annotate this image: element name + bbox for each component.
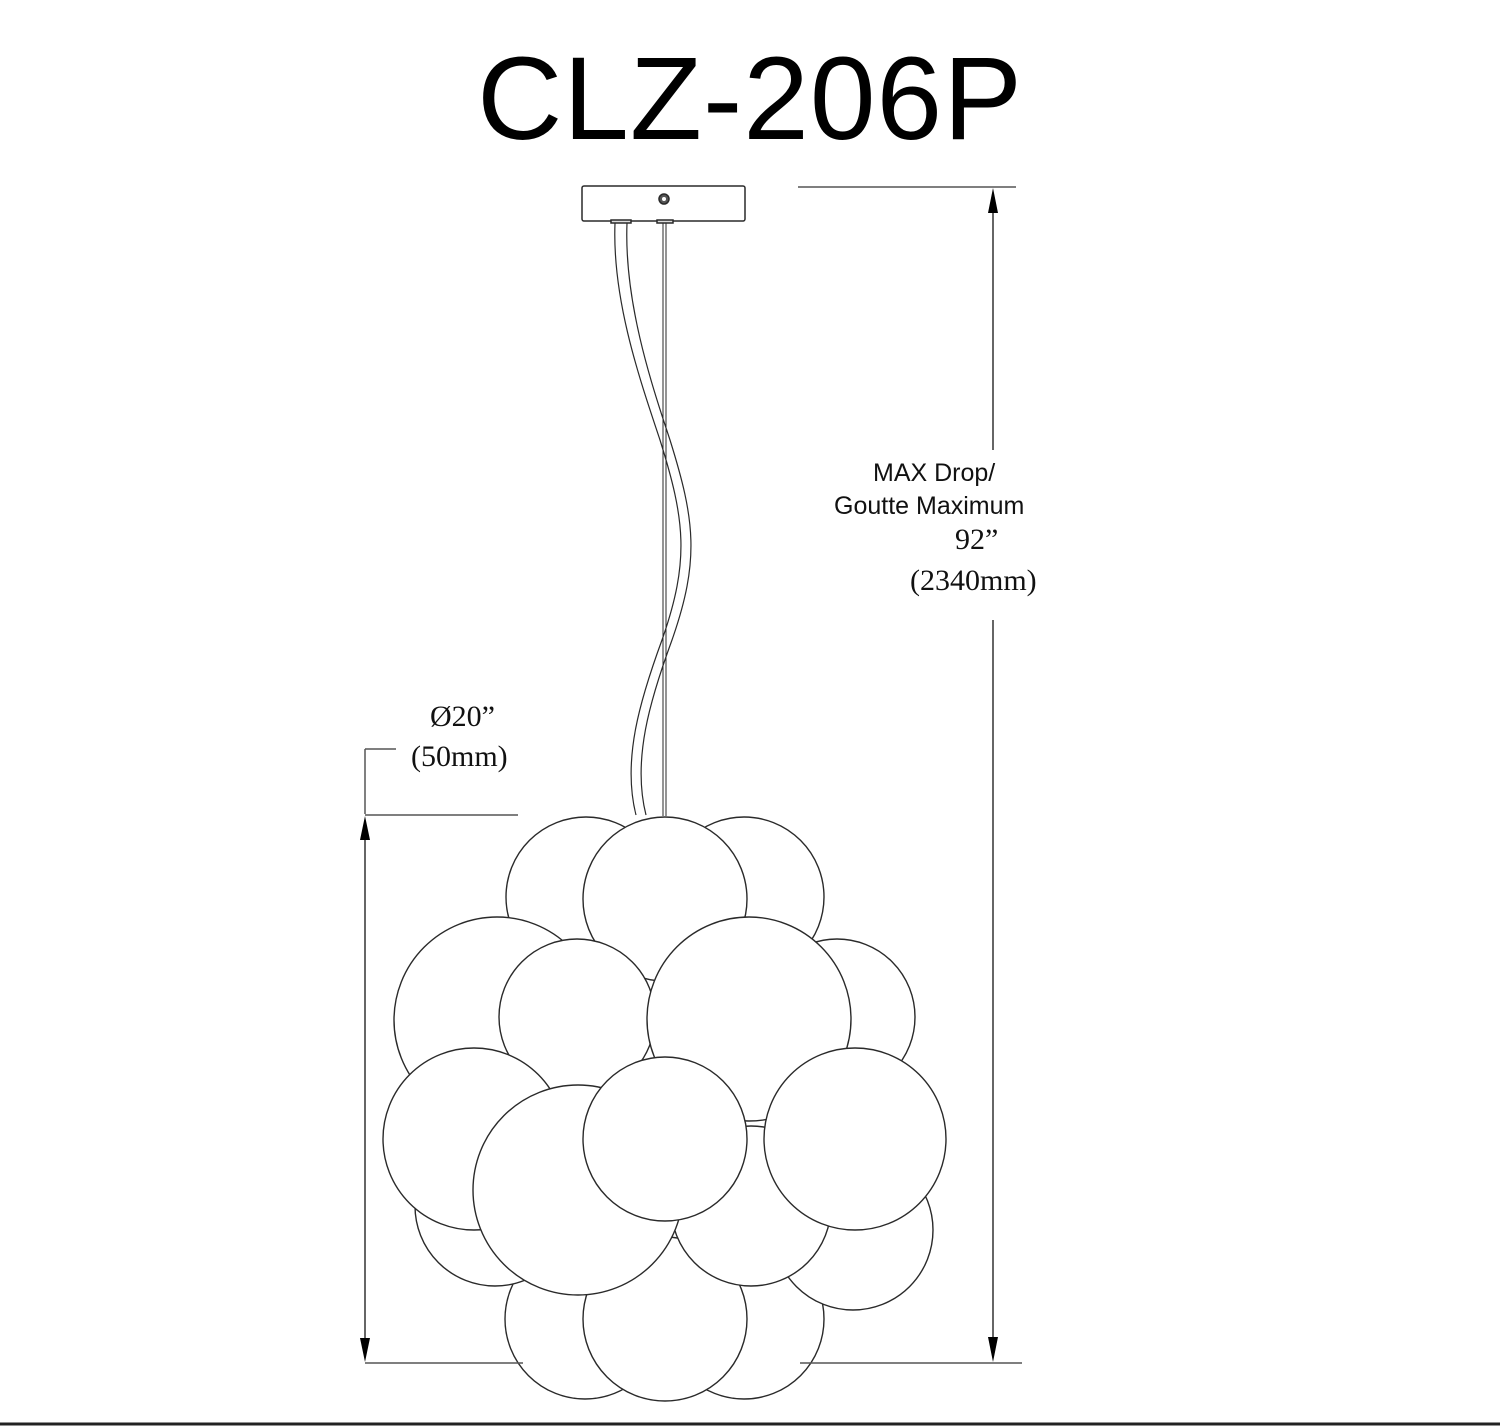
model-number-title: CLZ-206P [477,33,1023,165]
drop-metric-value: (2340mm) [910,564,1037,597]
drop-dimension-line [798,186,1022,1364]
drop-label-fr: Goutte Maximum [834,492,1025,520]
glass-globe [582,1056,748,1222]
glass-globe [763,1047,947,1231]
drop-imperial-value: 92” [955,523,999,556]
arrow-down-icon [988,1337,998,1362]
globe-height-dimension-line [360,748,523,1364]
arrow-up-icon [988,188,998,213]
globe-cluster [382,816,947,1402]
drop-label-en: MAX Drop/ [873,459,996,487]
canopy [581,185,746,224]
power-cord [614,222,692,816]
arrow-up-icon [360,816,370,840]
suspension-cable [662,223,667,816]
arrow-down-icon [360,1338,370,1362]
diameter-metric-value: (50mm) [411,740,508,773]
diameter-imperial-value: Ø20” [430,700,495,733]
